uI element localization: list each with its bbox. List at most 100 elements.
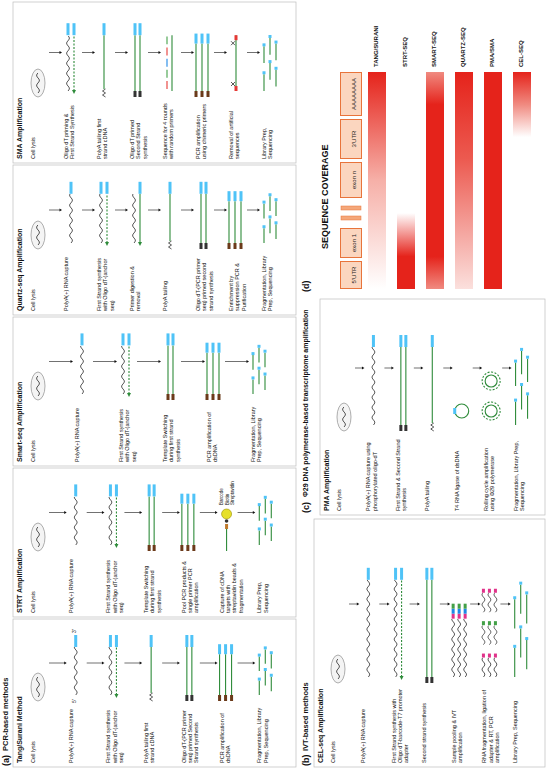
adapter-block	[190, 635, 193, 647]
adapter-block	[258, 367, 261, 370]
step-text: 3'	[72, 625, 78, 633]
arrow-head	[192, 209, 195, 212]
rna-strand	[367, 580, 370, 677]
step-illustration	[258, 496, 273, 545]
step-illustration	[100, 182, 110, 246]
adapter-block	[525, 637, 528, 640]
panel-frame	[13, 317, 296, 466]
gene-region-label: exon n	[351, 171, 357, 189]
arrow-head	[64, 662, 67, 665]
step-illustration	[74, 484, 77, 545]
cdna-strand	[166, 36, 167, 44]
streptavidin-bead	[222, 509, 232, 519]
step-text: Oligo dT-(PCR primer seq) primed Second …	[181, 707, 200, 763]
coverage-bar	[484, 72, 502, 289]
adapter-block	[240, 243, 243, 249]
cdna-strand	[207, 44, 208, 91]
adapter-block	[150, 635, 153, 647]
adapter-block	[207, 91, 210, 97]
step-text: Cell lysis	[30, 557, 36, 613]
arrow-head	[72, 90, 76, 94]
coverage-bar	[397, 72, 415, 289]
step-arrow	[181, 361, 203, 362]
polya-tail	[103, 89, 106, 97]
step-illustration	[258, 646, 273, 695]
step-text: Library Prep, Sequencing	[512, 689, 518, 763]
cdna-strand	[263, 228, 264, 243]
adapter-block	[258, 678, 261, 681]
step-text: Library Prep, Sequencing	[256, 557, 269, 613]
step-arrow	[162, 663, 178, 664]
cdna-strand	[226, 529, 227, 551]
heading-text: CEL-SEQ	[518, 3, 525, 67]
cdna-strand	[139, 194, 140, 243]
circular-dna	[482, 372, 500, 390]
step-text: PolyA tailing first strand cDNA	[96, 103, 109, 159]
step-arrow	[410, 604, 418, 605]
cdna-strand	[265, 671, 266, 685]
adapter-block	[186, 545, 189, 551]
polya-tail	[169, 241, 172, 249]
step-text: Fragmentation, Library Prep, Sequencing	[513, 437, 526, 511]
adapter-block	[453, 408, 456, 414]
adapter-block	[201, 34, 204, 44]
cdna-strand	[527, 359, 528, 382]
cut-mark	[231, 41, 235, 45]
cell	[331, 655, 345, 683]
step-arrow	[214, 210, 225, 211]
adapter-block	[519, 582, 522, 585]
gene-region-box: AAAAAAAA	[340, 72, 362, 116]
step-text: First Strand synthesis with Oligo dT-(an…	[105, 557, 124, 613]
adapter-block	[270, 674, 273, 677]
adapter-block	[264, 668, 267, 671]
step-text: RNA fragmentation, ligation of adapter &…	[481, 689, 500, 763]
coverage-bar	[426, 72, 444, 289]
cdna-strand	[181, 504, 182, 545]
step-text: PolyA tailing	[162, 255, 168, 311]
arrow-head	[140, 511, 143, 514]
adapter-block	[404, 335, 407, 347]
adapter-block	[252, 376, 255, 379]
cdna-strand	[263, 74, 264, 91]
gene-region-box: 5'UTR	[340, 261, 362, 289]
cdna-strand	[201, 44, 202, 91]
step-illustration	[185, 635, 193, 701]
step-illustration	[263, 35, 278, 91]
arrow-head	[159, 360, 162, 363]
intron-mark	[341, 206, 361, 210]
step-illustration	[74, 635, 77, 695]
step-text: Oligo dT priming & First Strand Synthesi…	[63, 103, 76, 159]
rna-strand	[488, 658, 491, 677]
heading-text: TANG/SURANI	[373, 3, 380, 67]
arrow-head	[421, 367, 424, 370]
step-arrow	[49, 663, 65, 664]
adapter-block	[264, 350, 267, 353]
cdna-strand	[231, 654, 232, 695]
cdna-strand	[252, 379, 253, 394]
arrow-head	[225, 51, 228, 54]
arrow-head	[102, 662, 105, 665]
adapter-block	[270, 524, 273, 527]
cdna-strand	[271, 504, 272, 519]
adapter-block	[458, 609, 461, 614]
step-illustration	[263, 193, 278, 243]
step-text: PolyA(+) RNA capture using phosphorylate…	[365, 437, 378, 511]
cdna-strand	[186, 647, 187, 695]
step-arrow	[214, 52, 225, 53]
step-illustration	[133, 182, 142, 246]
cdna-strand	[258, 370, 259, 385]
adapter-block	[269, 60, 272, 63]
step-arrow	[225, 361, 247, 362]
arrow-head	[253, 662, 256, 665]
adapter-block	[224, 644, 227, 654]
panel-frame	[13, 165, 296, 315]
rna-strand	[37, 376, 40, 396]
cdna-strand	[405, 347, 406, 425]
heading-text: PMA/SMA	[489, 3, 496, 67]
adapter-block	[180, 545, 183, 551]
adapter-block	[520, 383, 523, 386]
adapter-block	[81, 333, 84, 345]
step-text: Second strand synthesis	[421, 689, 427, 763]
cdna-strand	[526, 594, 527, 623]
step-arrow	[87, 512, 103, 513]
